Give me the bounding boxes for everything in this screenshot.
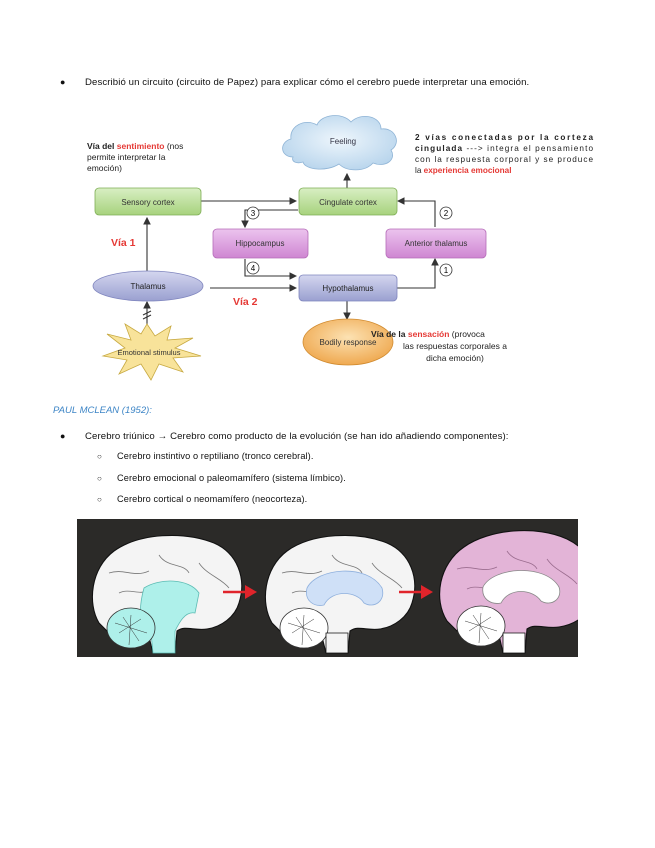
bodily-response-ellipse: Bodily response bbox=[302, 318, 394, 366]
anterior-thalamus-box: Anterior thalamus bbox=[385, 228, 487, 259]
sub-bullet-circle: ○ bbox=[97, 495, 102, 504]
svg-text:con la respuesta corporal y se: con la respuesta corporal y se produce bbox=[415, 155, 593, 164]
brain-paleomammalian bbox=[264, 534, 416, 654]
step-number-1: 1 bbox=[439, 263, 453, 277]
bullet-dot: ● bbox=[60, 431, 66, 441]
brain-neomammalian bbox=[439, 530, 578, 654]
sensory-cortex-box: Sensory cortex bbox=[94, 187, 202, 216]
svg-text:1: 1 bbox=[444, 266, 449, 275]
svg-text:las respuestas corporales a: las respuestas corporales a bbox=[403, 341, 507, 351]
svg-text:2: 2 bbox=[444, 209, 449, 218]
svg-text:Bodily response: Bodily response bbox=[320, 338, 377, 347]
sub-item-reptilian: Cerebro instintivo o reptiliano (tronco … bbox=[117, 451, 314, 461]
svg-text:emoción): emoción) bbox=[87, 163, 122, 173]
sub-item-paleomammalian: Cerebro emocional o paleomamífero (siste… bbox=[117, 473, 346, 483]
svg-text:Thalamus: Thalamus bbox=[130, 282, 165, 291]
hippocampus-box: Hippocampus bbox=[212, 228, 309, 259]
triune-brain-illustration bbox=[77, 519, 578, 657]
svg-text:cingulada ---> integra el pens: cingulada ---> integra el pensamiento bbox=[415, 144, 593, 153]
svg-text:Hypothalamus: Hypothalamus bbox=[322, 284, 373, 293]
via-sentimiento-note: Vía del sentimiento (nos permite interpr… bbox=[87, 141, 183, 173]
via-1-label: Vía 1 bbox=[111, 237, 136, 249]
svg-text:Sensory cortex: Sensory cortex bbox=[121, 198, 174, 207]
evolution-arrow-2 bbox=[399, 585, 433, 599]
bullet-dot: ● bbox=[60, 77, 66, 87]
sub-bullet-circle: ○ bbox=[97, 452, 102, 461]
sub-item-neomammalian: Cerebro cortical o neomamífero (neocorte… bbox=[117, 494, 308, 504]
emotional-stimulus-star: Emotional stimulus bbox=[101, 323, 202, 381]
svg-text:permite interpretar la: permite interpretar la bbox=[87, 152, 166, 162]
svg-text:2 vías conectadas por la corte: 2 vías conectadas por la corteza bbox=[415, 133, 593, 142]
svg-text:Feeling: Feeling bbox=[330, 137, 356, 146]
papez-intro-text: Describió un circuito (circuito de Papez… bbox=[85, 77, 530, 88]
brain-reptilian bbox=[91, 534, 243, 654]
step-number-2: 2 bbox=[439, 206, 453, 220]
svg-text:Cingulate cortex: Cingulate cortex bbox=[319, 198, 377, 207]
connector-lines bbox=[142, 172, 439, 327]
feeling-cloud: Feeling bbox=[282, 115, 397, 171]
svg-text:Vía del sentimiento (nos: Vía del sentimiento (nos bbox=[87, 141, 183, 151]
papez-circuit-diagram: 4 3 2 1 Feeling Sensory cortex Cingulate… bbox=[87, 115, 593, 381]
cingulate-cortex-box: Cingulate cortex bbox=[298, 187, 398, 216]
step-number-4: 4 bbox=[246, 261, 260, 275]
svg-text:4: 4 bbox=[251, 264, 256, 273]
via-sensacion-note: Vía de la sensación (provoca las respues… bbox=[371, 329, 507, 363]
sub-bullet-circle: ○ bbox=[97, 474, 102, 483]
step-number-3: 3 bbox=[246, 206, 260, 220]
svg-text:Emotional stimulus: Emotional stimulus bbox=[118, 348, 181, 357]
svg-text:Vía de la sensación (provoca: Vía de la sensación (provoca bbox=[371, 329, 485, 339]
svg-text:Anterior thalamus: Anterior thalamus bbox=[405, 239, 468, 248]
svg-text:dicha emoción): dicha emoción) bbox=[426, 353, 484, 363]
via-2-label: Vía 2 bbox=[233, 296, 258, 308]
section-title-mclean: PAUL MCLEAN (1952): bbox=[53, 405, 152, 416]
corteza-cingulada-note: 2 vías conectadas por la corteza cingula… bbox=[415, 133, 593, 175]
svg-text:la experiencia emocional: la experiencia emocional bbox=[415, 166, 511, 175]
svg-text:Hippocampus: Hippocampus bbox=[236, 239, 285, 248]
evolution-arrow-1 bbox=[223, 585, 257, 599]
svg-text:3: 3 bbox=[251, 209, 256, 218]
thalamus-ellipse: Thalamus bbox=[92, 270, 204, 302]
hypothalamus-box: Hypothalamus bbox=[298, 274, 398, 302]
triune-brain-text: Cerebro triúnico → Cerebro como producto… bbox=[85, 431, 509, 442]
